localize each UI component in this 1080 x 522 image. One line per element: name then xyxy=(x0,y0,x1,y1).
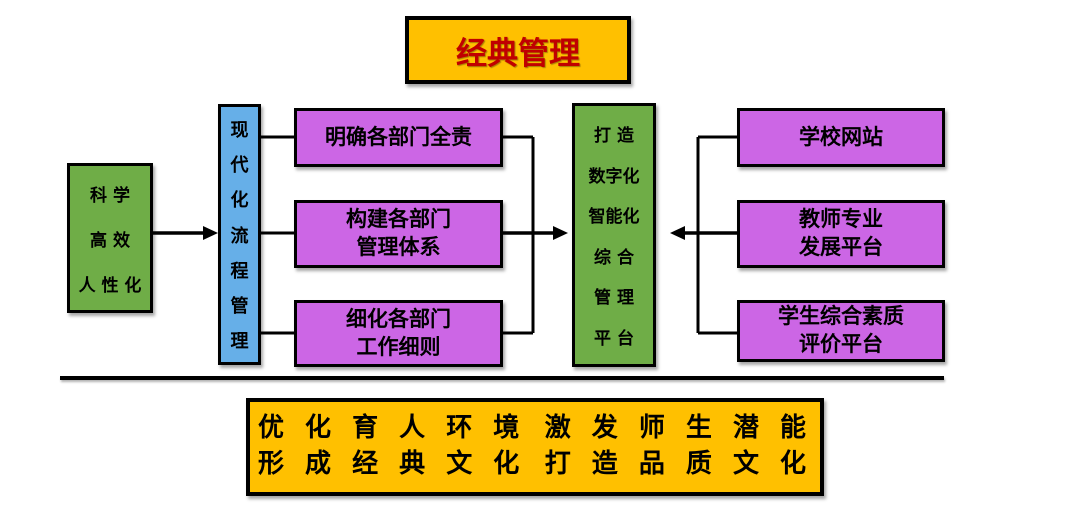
node-digital-smart-platform: 打 造 数字化 智能化 综 合 管 理 平 台 xyxy=(572,103,656,367)
text-line: 工作细则 xyxy=(356,334,441,359)
text-char: 理 xyxy=(230,330,249,352)
text-line: 打 造 品 质 文 化 xyxy=(544,449,812,479)
title-box: 经典管理 xyxy=(405,16,631,84)
text-line: 人 性 化 xyxy=(78,275,142,296)
text-line: 教师专业 xyxy=(799,207,883,232)
text-line: 智能化 xyxy=(588,207,640,228)
text-char: 流 xyxy=(230,225,249,247)
node-science-efficient: 科 学 高 效 人 性 化 xyxy=(67,163,153,313)
node-clarify-department-duties: 明确各部门全责 xyxy=(294,108,503,167)
text-line: 优 化 育 人 环 境 xyxy=(258,413,526,444)
footer-slogan-box: 优 化 育 人 环 境 形 成 经 典 文 化 激 发 师 生 潜 能 打 造 … xyxy=(246,398,824,496)
arrow-science-to-process xyxy=(152,226,218,240)
node-student-evaluation-platform: 学生综合素质 评价平台 xyxy=(737,300,945,362)
text-char: 程 xyxy=(230,260,249,282)
text-line: 数字化 xyxy=(588,166,640,187)
text-line: 管 理 xyxy=(594,288,634,309)
node-school-website: 学校网站 xyxy=(737,108,945,167)
text-line: 学生综合素质 xyxy=(778,304,904,329)
text-char: 化 xyxy=(230,190,249,212)
node-build-management-system: 构建各部门 管理体系 xyxy=(294,200,503,268)
text-line: 学校网站 xyxy=(799,124,883,149)
arrowhead-left-icon xyxy=(670,226,685,240)
node-teacher-development-platform: 教师专业 发展平台 xyxy=(737,200,945,268)
title-text: 经典管理 xyxy=(456,35,580,72)
arrow-platforms-to-center xyxy=(670,226,737,240)
footer-column-left: 优 化 育 人 环 境 形 成 经 典 文 化 xyxy=(258,411,525,483)
horizontal-divider xyxy=(60,376,944,380)
text-line: 打 造 xyxy=(594,126,634,147)
text-line: 评价平台 xyxy=(799,332,883,356)
node-refine-work-rules: 细化各部门 工作细则 xyxy=(294,300,503,367)
text-line: 综 合 xyxy=(594,247,634,268)
node-modern-process-management: 现 代 化 流 程 管 理 xyxy=(218,104,261,365)
footer-column-right: 激 发 师 生 潜 能 打 造 品 质 文 化 xyxy=(545,411,812,483)
text-line: 构建各部门 xyxy=(346,207,451,232)
text-line: 科 学 xyxy=(90,185,130,206)
arrow-branches-to-platform xyxy=(503,226,568,240)
text-line: 高 效 xyxy=(90,230,130,251)
text-line: 明确各部门全责 xyxy=(325,124,472,149)
arrowhead-right-icon xyxy=(203,226,218,240)
text-line: 平 台 xyxy=(594,328,634,349)
text-char: 管 xyxy=(230,295,249,317)
text-line: 激 发 师 生 潜 能 xyxy=(544,413,812,444)
text-line: 细化各部门 xyxy=(346,306,451,331)
arrowhead-right-icon xyxy=(553,226,568,240)
text-char: 现 xyxy=(230,120,249,142)
text-line: 发展平台 xyxy=(799,235,883,259)
text-char: 代 xyxy=(230,155,249,177)
text-line: 形 成 经 典 文 化 xyxy=(258,449,526,479)
text-line: 管理体系 xyxy=(356,235,441,259)
